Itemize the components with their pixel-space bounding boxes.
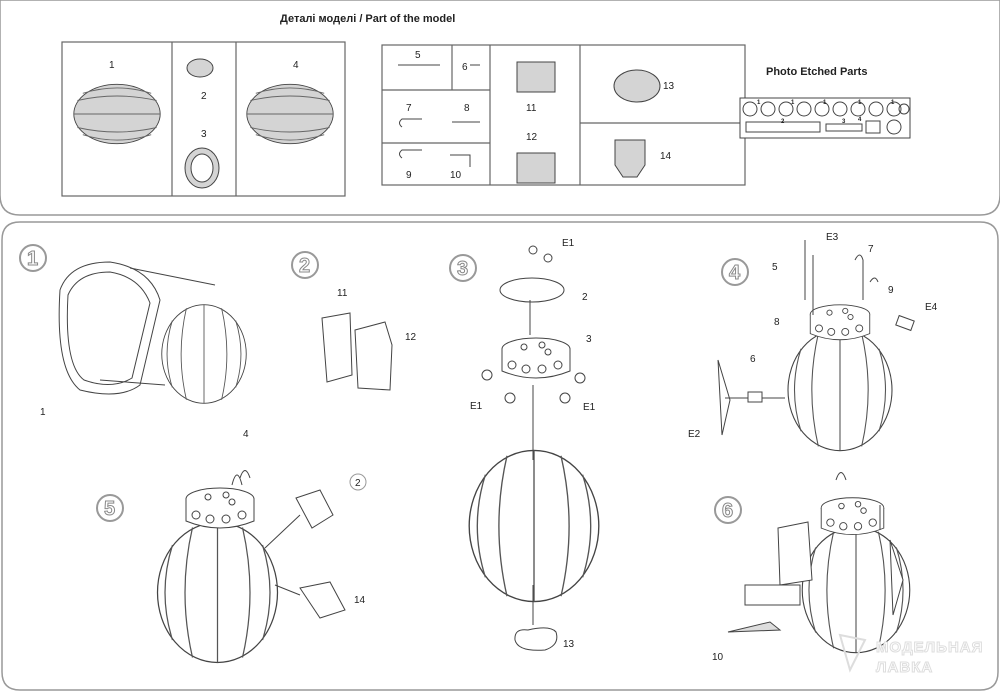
part-label-11: 11 xyxy=(526,103,537,114)
step-3-label: E1 xyxy=(470,401,483,412)
step-2: 2 11 12 xyxy=(291,251,417,391)
watermark-logo: МОДЕЛЬНАЯ ЛАВКА xyxy=(838,633,983,677)
step-number: 6 xyxy=(722,500,733,522)
pe-label: 1 xyxy=(757,100,761,106)
svg-text:ЛАВКА: ЛАВКА xyxy=(876,659,933,676)
pe-label: 1 xyxy=(858,100,862,106)
part-label-8: 8 xyxy=(464,103,470,114)
step-1-label: 1 xyxy=(40,407,46,418)
part-label-9: 9 xyxy=(406,170,412,181)
pe-label: 1 xyxy=(791,100,795,106)
part-label-6: 6 xyxy=(462,62,468,73)
step-3: 3 E1 2 3 E1 E1 13 xyxy=(449,238,600,651)
step-4-label: 8 xyxy=(774,317,780,328)
step-2-label: 11 xyxy=(337,288,348,299)
step-4-label: 9 xyxy=(888,285,894,296)
step-4-label: E3 xyxy=(826,232,839,243)
sprue-b: 5 6 7 8 9 10 11 12 13 14 xyxy=(381,44,746,186)
step-1: 1 1 4 xyxy=(19,244,249,440)
part-label-13: 13 xyxy=(663,81,675,92)
photo-etched-title: Photo Etched Parts xyxy=(766,66,867,78)
part-label-10: 10 xyxy=(450,170,462,181)
step-4-label: 5 xyxy=(772,262,778,273)
part-label-2: 2 xyxy=(201,91,207,102)
step-1-label: 4 xyxy=(243,429,249,440)
svg-text:МОДЕЛЬНАЯ: МОДЕЛЬНАЯ xyxy=(876,639,983,656)
pe-label: 3 xyxy=(842,119,846,125)
step-4-label: 7 xyxy=(868,244,874,255)
step-6: 6 10 xyxy=(712,472,911,663)
step-3-label: 3 xyxy=(586,334,592,345)
step-3-label: 13 xyxy=(563,639,575,650)
step-number: 1 xyxy=(27,248,38,270)
part-label-7: 7 xyxy=(406,103,412,114)
part-label-12: 12 xyxy=(526,132,538,143)
step-3-label: E1 xyxy=(562,238,575,249)
sprue-a: 1 2 3 4 xyxy=(61,41,346,197)
step-2-label: 12 xyxy=(405,332,417,343)
photo-etched-fret: Photo Etched Parts 1 1 1 1 1 2 3 4 xyxy=(739,66,911,139)
part-label-4: 4 xyxy=(293,60,299,71)
part-label-1: 1 xyxy=(109,60,115,71)
part-label-14: 14 xyxy=(660,151,672,162)
part-label-3: 3 xyxy=(201,129,207,140)
pe-label: 4 xyxy=(858,117,862,123)
parts-title: Деталі моделі / Part of the model xyxy=(280,13,455,25)
pe-label: 1 xyxy=(891,100,895,106)
step-number: 4 xyxy=(729,262,741,284)
step-4-label: E4 xyxy=(925,302,938,313)
step-5: 5 2 14 xyxy=(96,470,367,664)
step-6-label: 10 xyxy=(712,652,724,663)
step-4-label: E2 xyxy=(688,429,701,440)
part-label-5: 5 xyxy=(415,50,421,61)
pe-label: 2 xyxy=(781,119,785,125)
step-number: 3 xyxy=(457,258,468,280)
step-number: 2 xyxy=(299,255,310,277)
step-number: 5 xyxy=(104,498,115,520)
step-3-label: 2 xyxy=(582,292,588,303)
step-4: 4 E3 7 5 9 8 E4 6 E2 xyxy=(688,232,938,452)
step-4-label: 6 xyxy=(750,354,756,365)
step-5-label: 2 xyxy=(355,478,361,489)
step-5-label: 14 xyxy=(354,595,366,606)
step-3-label: E1 xyxy=(583,402,596,413)
pe-label: 1 xyxy=(823,100,827,106)
